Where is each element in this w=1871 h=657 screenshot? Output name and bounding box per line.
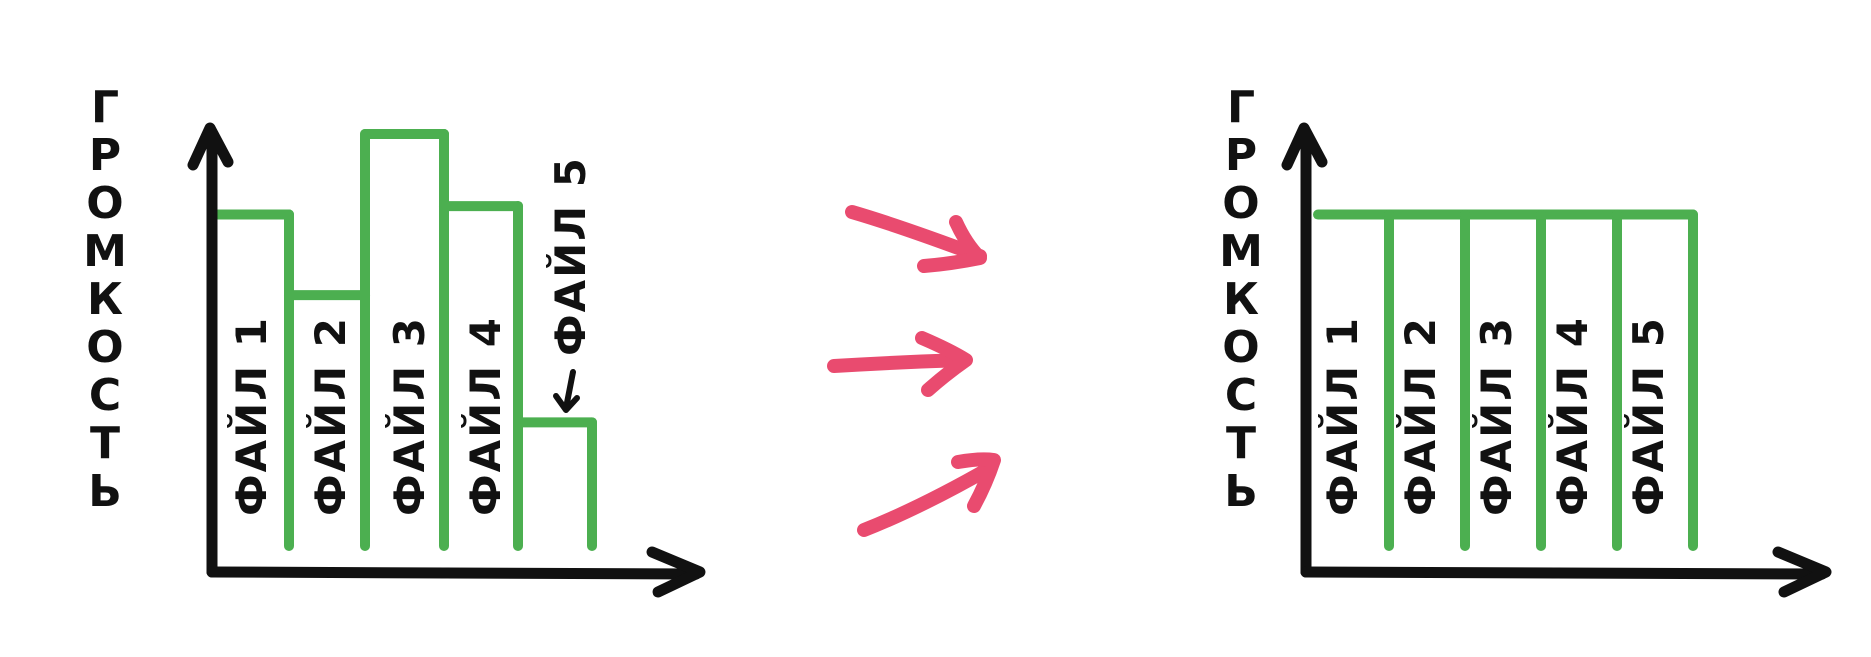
left-y-letter: С [89, 370, 121, 421]
right-bars [1313, 209, 1698, 551]
right-file-label: ФАЙЛ 1 [1317, 316, 1367, 516]
left-y-letter: К [87, 274, 123, 325]
left-y-letter: Р [89, 130, 121, 181]
left-file5-pointer-arrow [553, 369, 580, 413]
right-y-letter: К [1223, 274, 1259, 325]
right-y-letter: О [1222, 322, 1259, 373]
left-file-label: ФАЙЛ 5 [545, 156, 595, 356]
right-axes [1281, 122, 1832, 598]
left-file-label: ФАЙЛ 4 [460, 316, 510, 516]
left-y-axis-label: Г Р О М К О С Т Ь [83, 82, 127, 517]
right-y-letter: С [1225, 370, 1257, 421]
left-y-letter: М [83, 226, 127, 277]
left-bars [213, 129, 597, 551]
right-diagram: Г Р О М К О С Т Ь ФАЙЛ 1 ФАЙЛ 2 ФАЙЛ 3 Ф… [1219, 82, 1832, 598]
left-y-letter: О [86, 178, 123, 229]
right-y-letter: Р [1225, 130, 1257, 181]
right-y-letter: Т [1226, 418, 1256, 469]
right-file-labels: ФАЙЛ 1 ФАЙЛ 2 ФАЙЛ 3 ФАЙЛ 4 ФАЙЛ 5 [1317, 316, 1673, 516]
left-file-label: ФАЙЛ 3 [384, 316, 434, 516]
right-file-label: ФАЙЛ 3 [1471, 316, 1521, 516]
left-y-letter: Г [91, 82, 119, 133]
pink-arrow-bottom [857, 452, 1001, 537]
right-file-label: ФАЙЛ 4 [1547, 316, 1597, 516]
right-file-label: ФАЙЛ 2 [1395, 316, 1445, 516]
right-y-letter: Ь [1224, 466, 1258, 517]
transformation-arrows [827, 205, 1001, 537]
right-y-letter: О [1222, 178, 1259, 229]
right-y-letter: Г [1227, 82, 1255, 133]
left-axes [187, 122, 706, 598]
left-y-letter: Т [90, 418, 120, 469]
pink-arrow-top [845, 205, 987, 273]
right-y-letter: М [1219, 226, 1263, 277]
pink-arrow-middle [827, 331, 973, 397]
right-file-label: ФАЙЛ 5 [1623, 316, 1673, 516]
left-diagram: Г Р О М К О С Т Ь ФАЙЛ 1 ФАЙЛ 2 ФАЙЛ 3 Ф… [83, 82, 706, 598]
left-y-letter: Ь [88, 466, 122, 517]
left-file-label: ФАЙЛ 1 [226, 316, 276, 516]
right-y-axis-label: Г Р О М К О С Т Ь [1219, 82, 1263, 517]
left-file-labels: ФАЙЛ 1 ФАЙЛ 2 ФАЙЛ 3 ФАЙЛ 4 ФАЙЛ 5 [226, 156, 595, 516]
left-file-label: ФАЙЛ 2 [305, 316, 355, 516]
left-y-letter: О [86, 322, 123, 373]
